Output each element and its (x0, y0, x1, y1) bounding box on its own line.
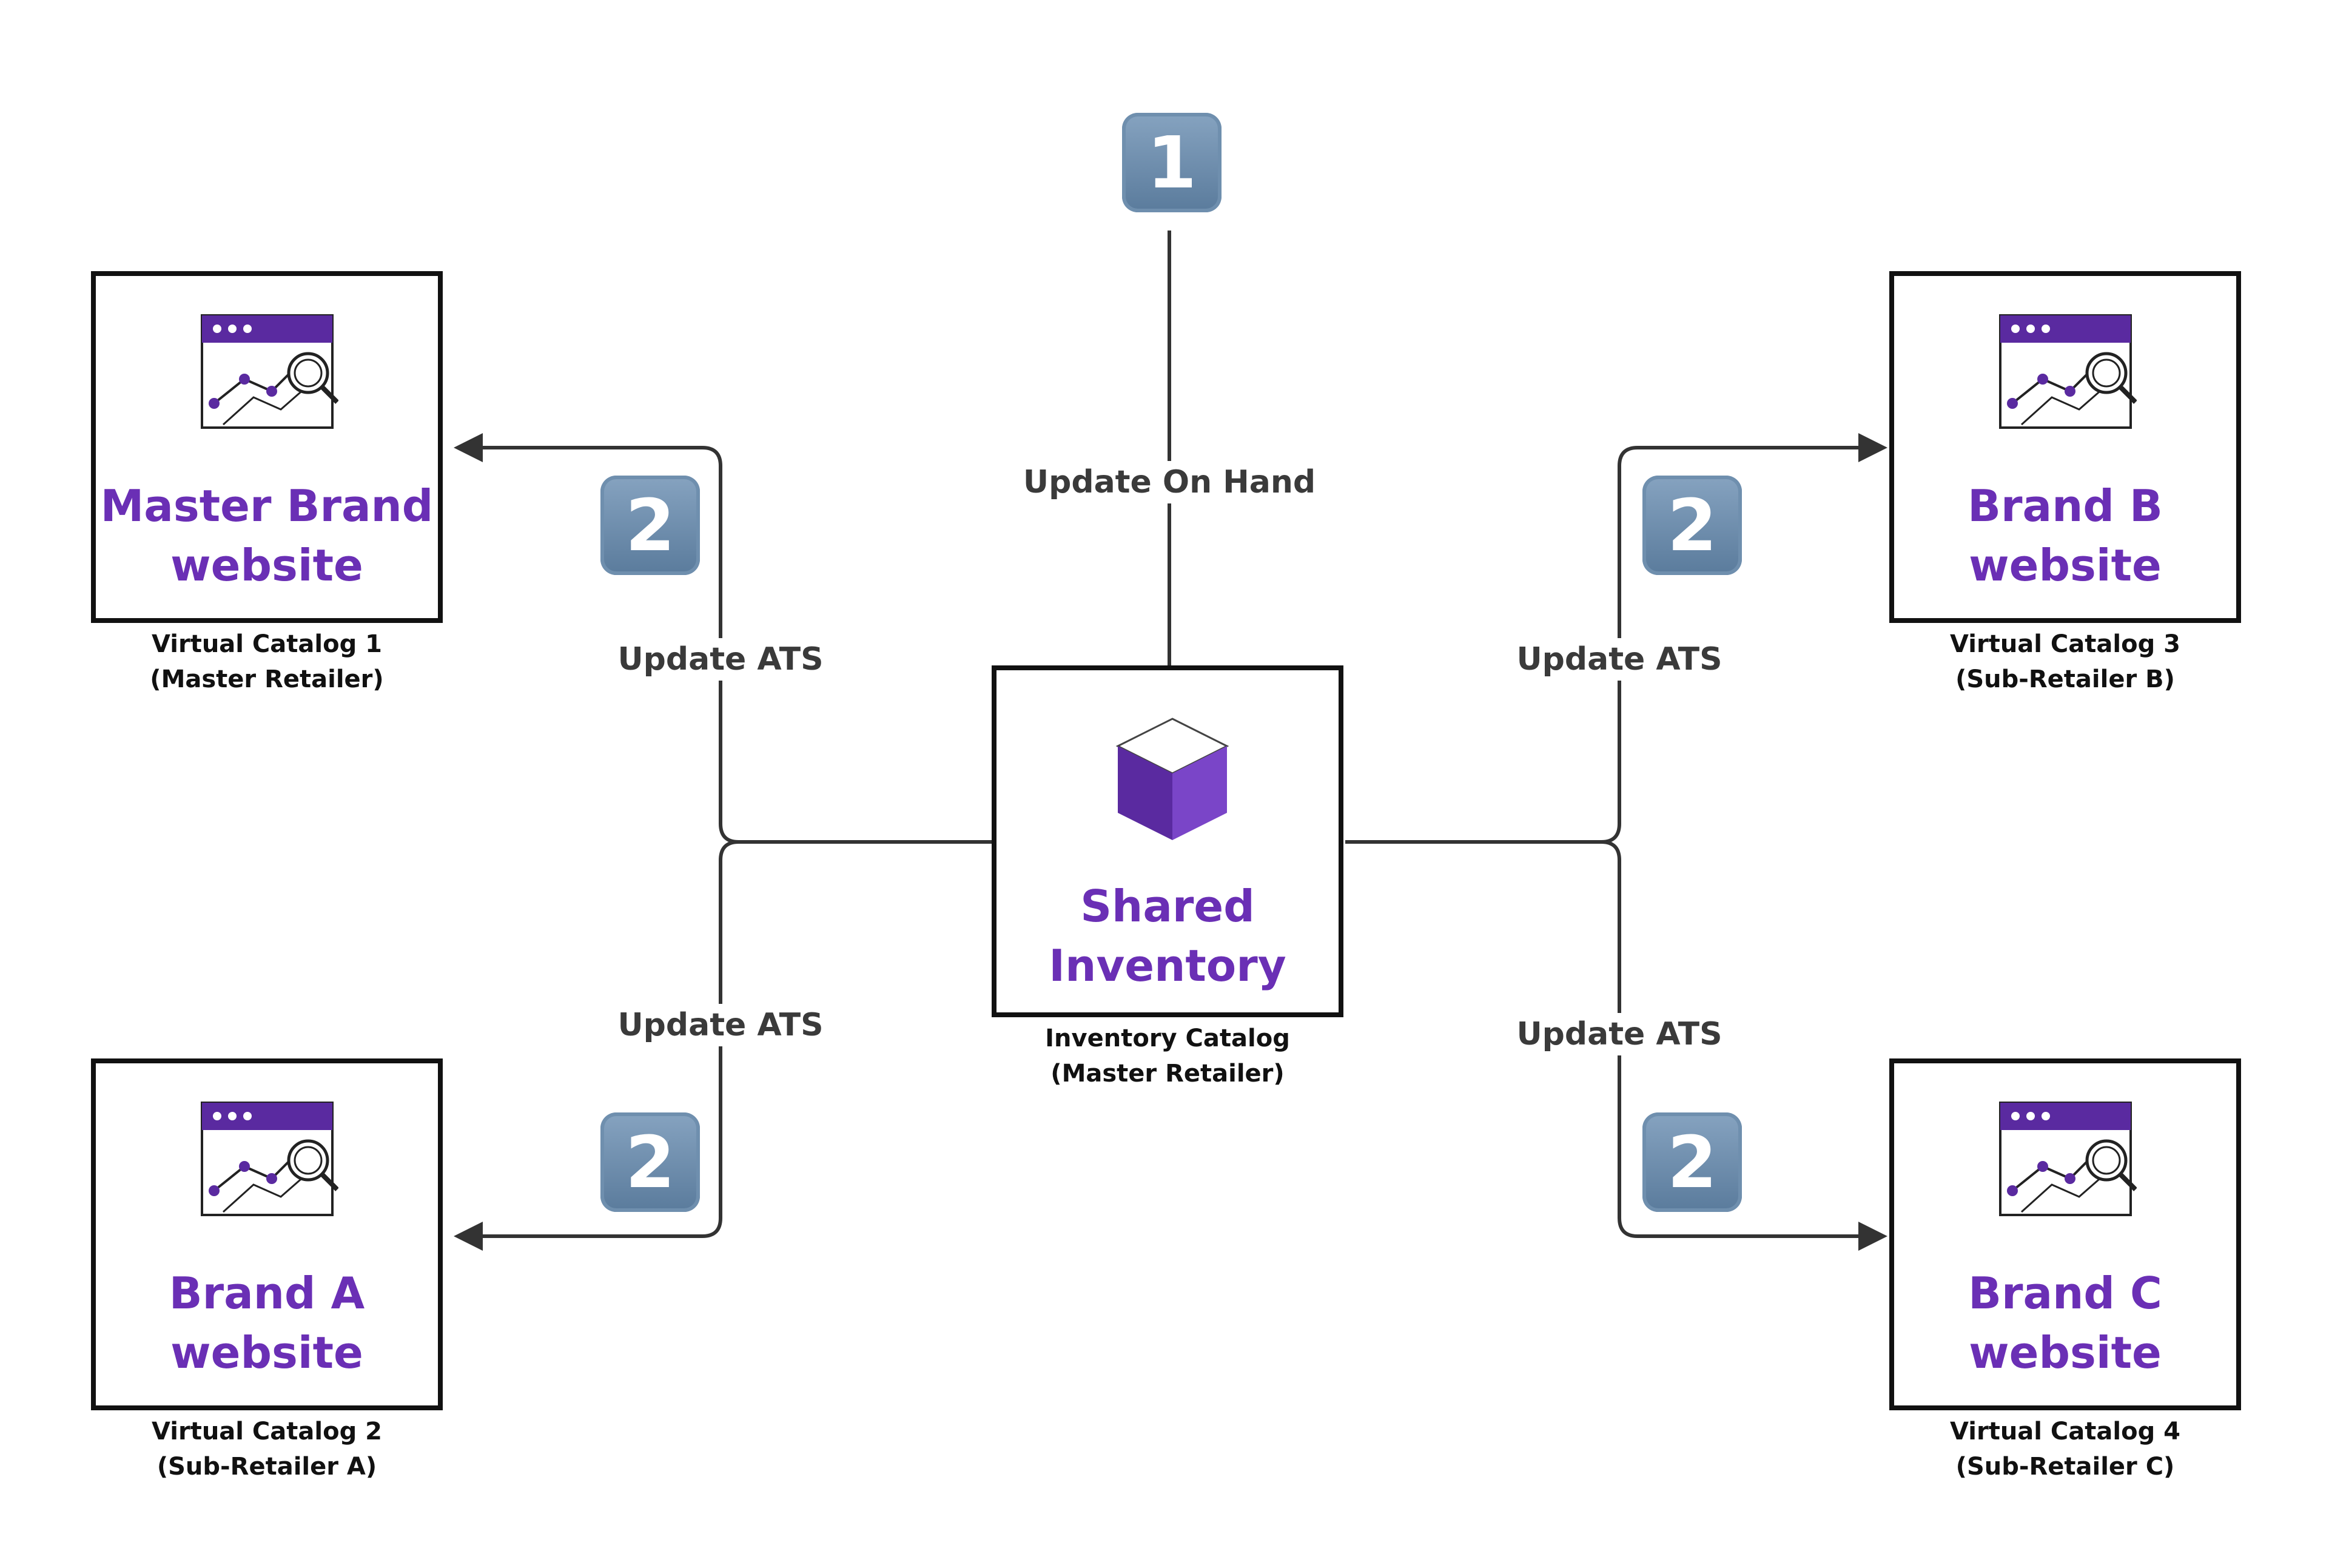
node-master-brand-website: Master Brand website (91, 271, 443, 623)
caption-line: Inventory Catalog (1045, 1025, 1290, 1052)
step-badge-2-brand-b: 2 (1642, 476, 1742, 575)
caption-line: (Master Retailer) (150, 665, 384, 693)
edge-label-update-ats-brand-a: Update ATS (611, 1004, 830, 1046)
edge-label-update-ats-brand-c: Update ATS (1510, 1013, 1729, 1055)
step-badge-2-brand-a: 2 (600, 1112, 700, 1212)
node-title: Brand A website (169, 1268, 365, 1378)
caption-line: Virtual Catalog 1 (152, 630, 382, 658)
caption-line: Virtual Catalog 2 (152, 1418, 382, 1445)
cube-box-icon (1115, 718, 1229, 840)
node-shared-inventory: Shared Inventory (992, 665, 1343, 1017)
step-badge-2-master: 2 (600, 476, 700, 575)
node-brand-a-website: Brand A website (91, 1058, 443, 1410)
step-badge-1: 1 (1122, 113, 1222, 212)
node-brand-b-website: Brand B website (1889, 271, 2241, 623)
caption-brand-b: Virtual Catalog 3 (Sub-Retailer B) (1883, 627, 2247, 697)
node-title: Shared Inventory (1049, 881, 1286, 991)
connector-brand-c (1601, 840, 1887, 1251)
node-title: Brand B website (1968, 480, 2163, 591)
step-badge-2-brand-c: 2 (1642, 1112, 1742, 1212)
caption-line: Virtual Catalog 4 (1950, 1418, 2180, 1445)
analytics-browser-icon (201, 1102, 338, 1216)
node-brand-c-website: Brand C website (1889, 1058, 2241, 1410)
caption-shared-inventory: Inventory Catalog (Master Retailer) (986, 1021, 1349, 1091)
caption-brand-a: Virtual Catalog 2 (Sub-Retailer A) (85, 1414, 449, 1484)
caption-line: (Sub-Retailer A) (156, 1453, 377, 1481)
node-title: Brand C website (1968, 1268, 2162, 1378)
caption-line: (Sub-Retailer B) (1955, 665, 2175, 693)
analytics-browser-icon (1999, 1102, 2137, 1216)
connector-brand-a (454, 840, 739, 1251)
edge-label-update-ats-brand-b: Update ATS (1510, 638, 1729, 681)
edge-label-update-on-hand: Update On Hand (1017, 461, 1322, 503)
node-title: Master Brand website (100, 480, 434, 591)
analytics-browser-icon (1999, 314, 2137, 429)
caption-line: (Master Retailer) (1050, 1060, 1285, 1088)
analytics-browser-icon (201, 314, 338, 429)
caption-line: Virtual Catalog 3 (1950, 630, 2180, 658)
caption-line: (Sub-Retailer C) (1955, 1453, 2175, 1481)
caption-brand-c: Virtual Catalog 4 (Sub-Retailer C) (1883, 1414, 2247, 1484)
caption-master-brand: Virtual Catalog 1 (Master Retailer) (85, 627, 449, 697)
edge-label-update-ats-master: Update ATS (611, 638, 830, 681)
